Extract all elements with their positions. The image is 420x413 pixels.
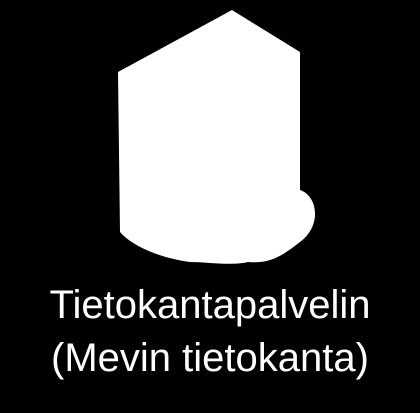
caption-title: Tietokantapalvelin [49, 283, 371, 327]
caption-subtitle: (Mevin tietokanta) [51, 336, 369, 380]
server-icon [118, 10, 316, 264]
server-body-shape [118, 10, 316, 264]
